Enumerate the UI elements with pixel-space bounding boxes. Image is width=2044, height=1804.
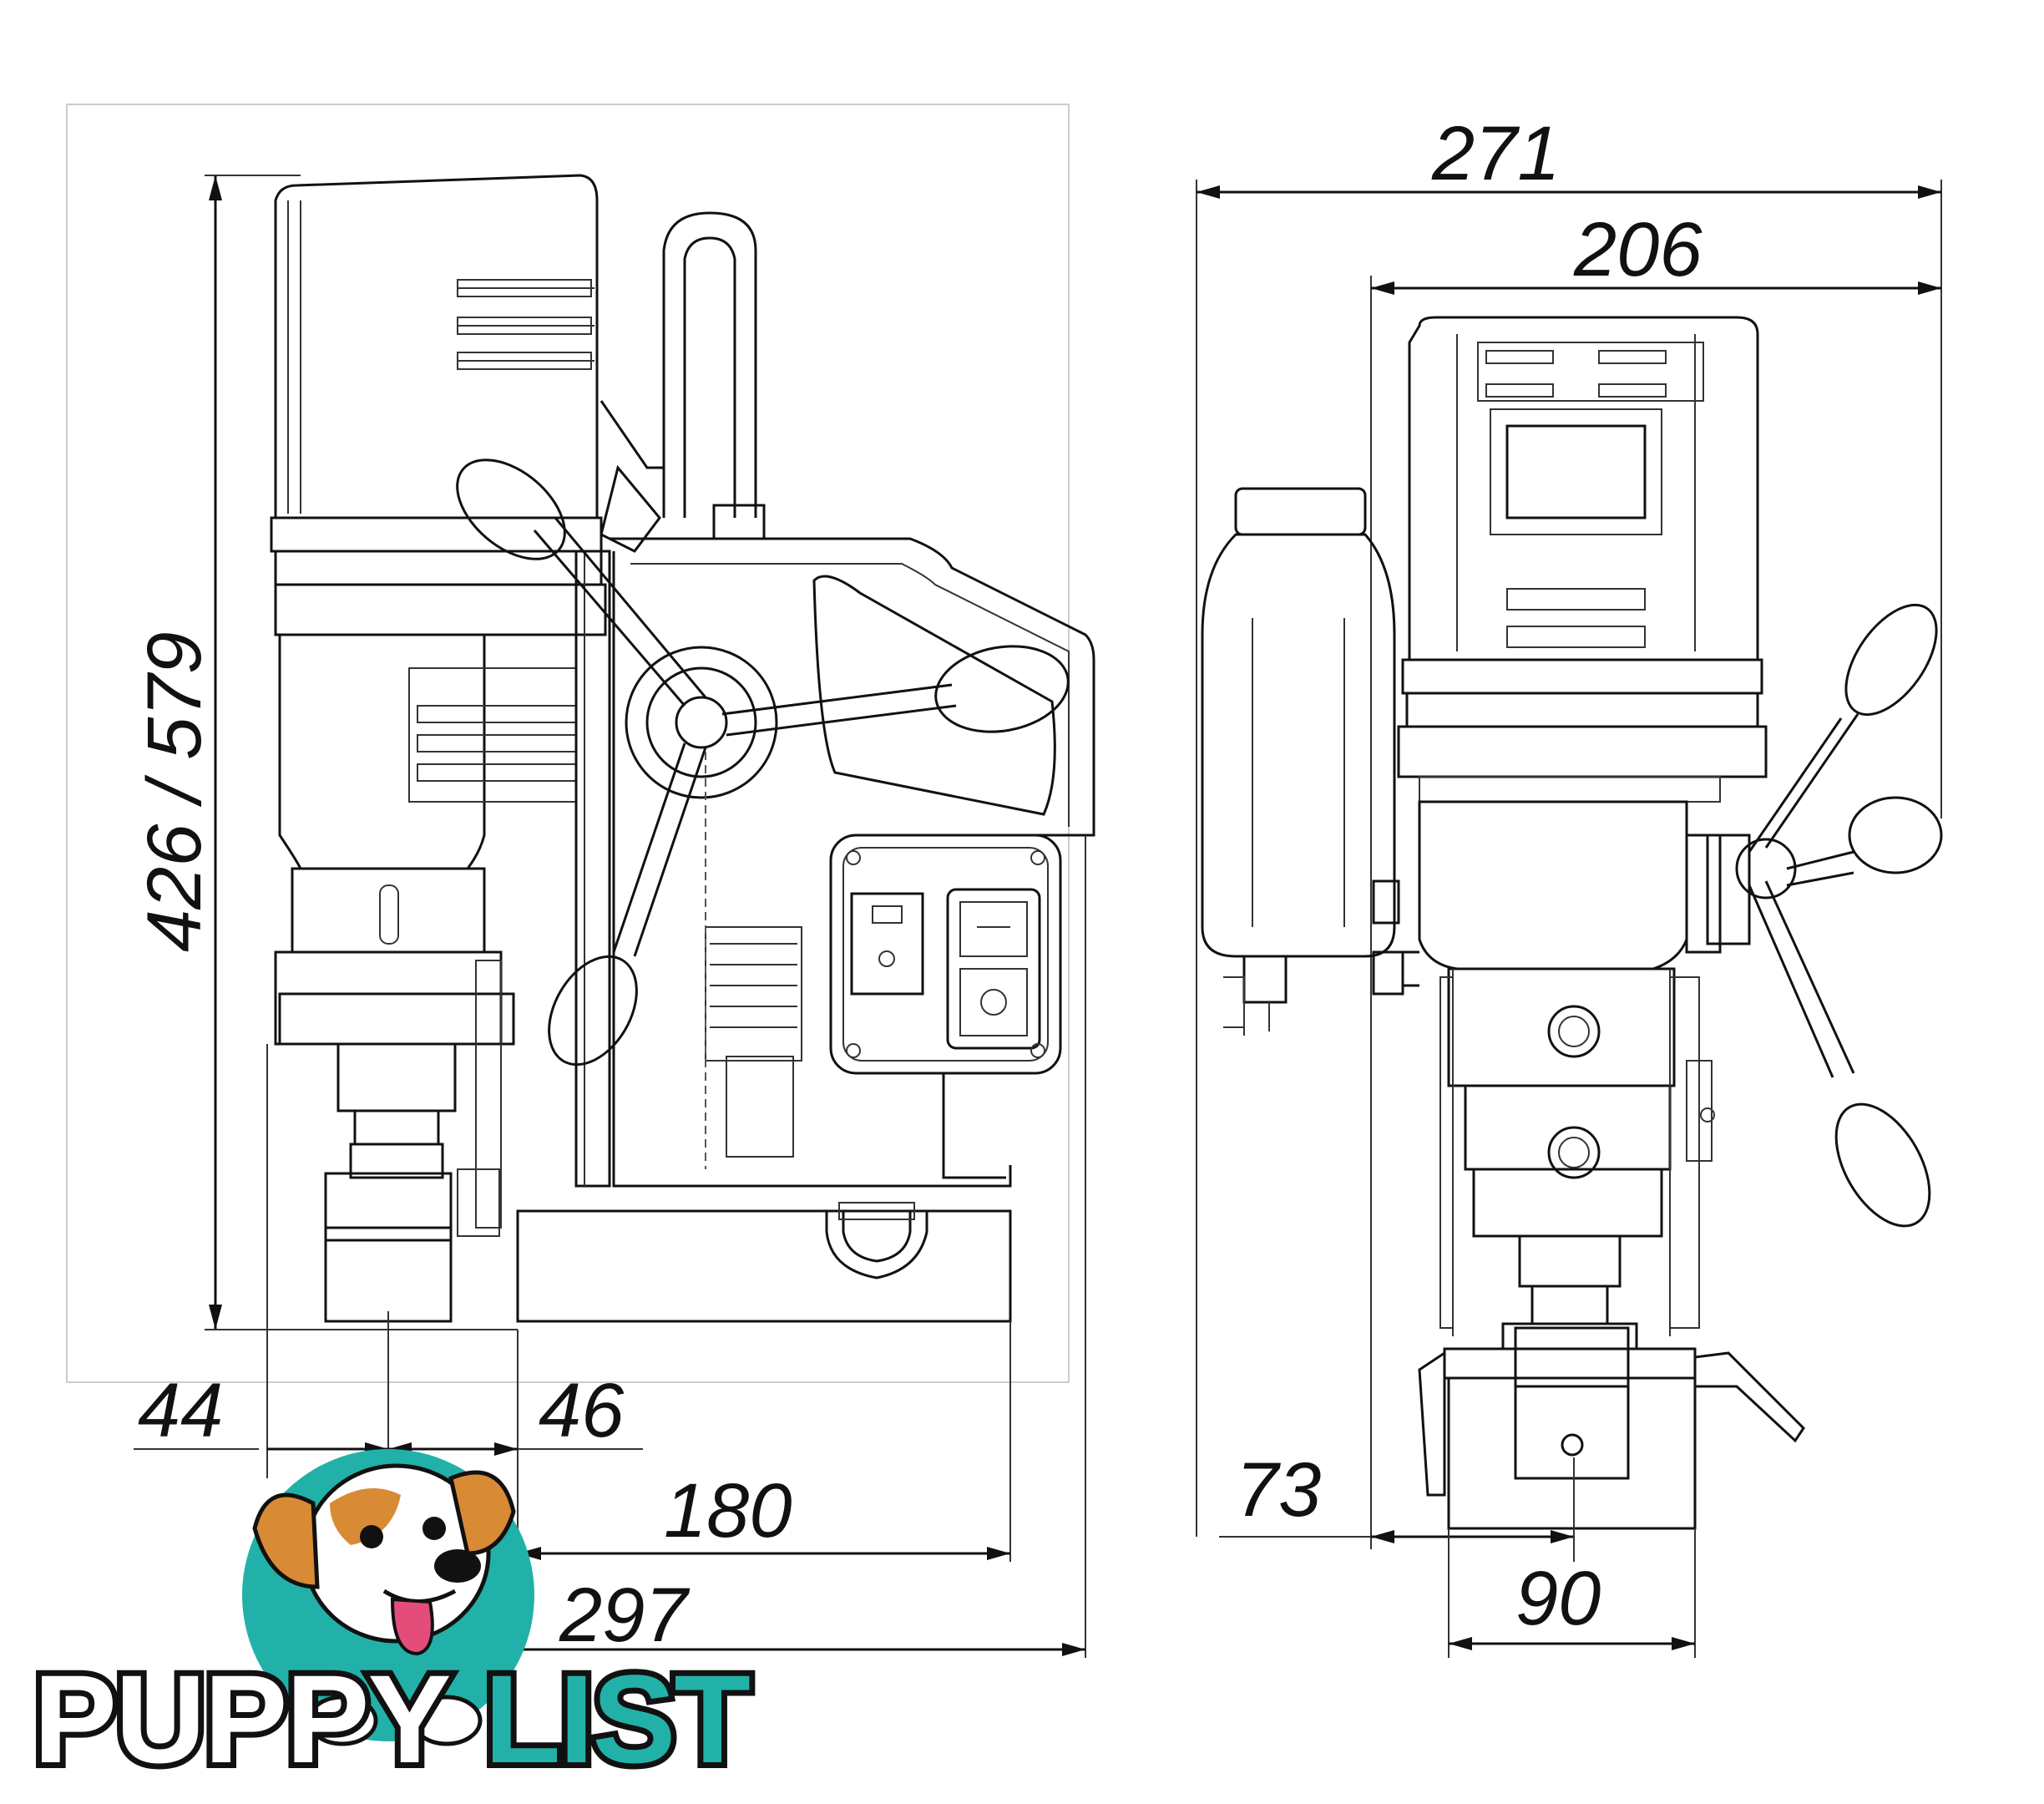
logo-text-list: LIST	[484, 1649, 750, 1789]
dimension-180: 180	[664, 1468, 792, 1553]
dimension-44: 44	[138, 1368, 223, 1453]
dimension-height: 426 / 579	[132, 631, 217, 952]
side-view-drawing	[66, 104, 1095, 1658]
dimension-73: 73	[1236, 1447, 1321, 1533]
dimension-206: 206	[1573, 207, 1702, 292]
dimension-297: 297	[559, 1573, 690, 1658]
puppylist-logo: PUPPY LIST	[28, 1449, 757, 1795]
dimension-46: 46	[539, 1368, 625, 1453]
dimension-271: 271	[1431, 111, 1561, 196]
dimension-90: 90	[1515, 1556, 1601, 1641]
logo-text-puppy: PUPPY	[33, 1649, 450, 1789]
dog-mascot-icon	[252, 1463, 516, 1746]
front-view-drawing	[1196, 180, 1943, 1658]
